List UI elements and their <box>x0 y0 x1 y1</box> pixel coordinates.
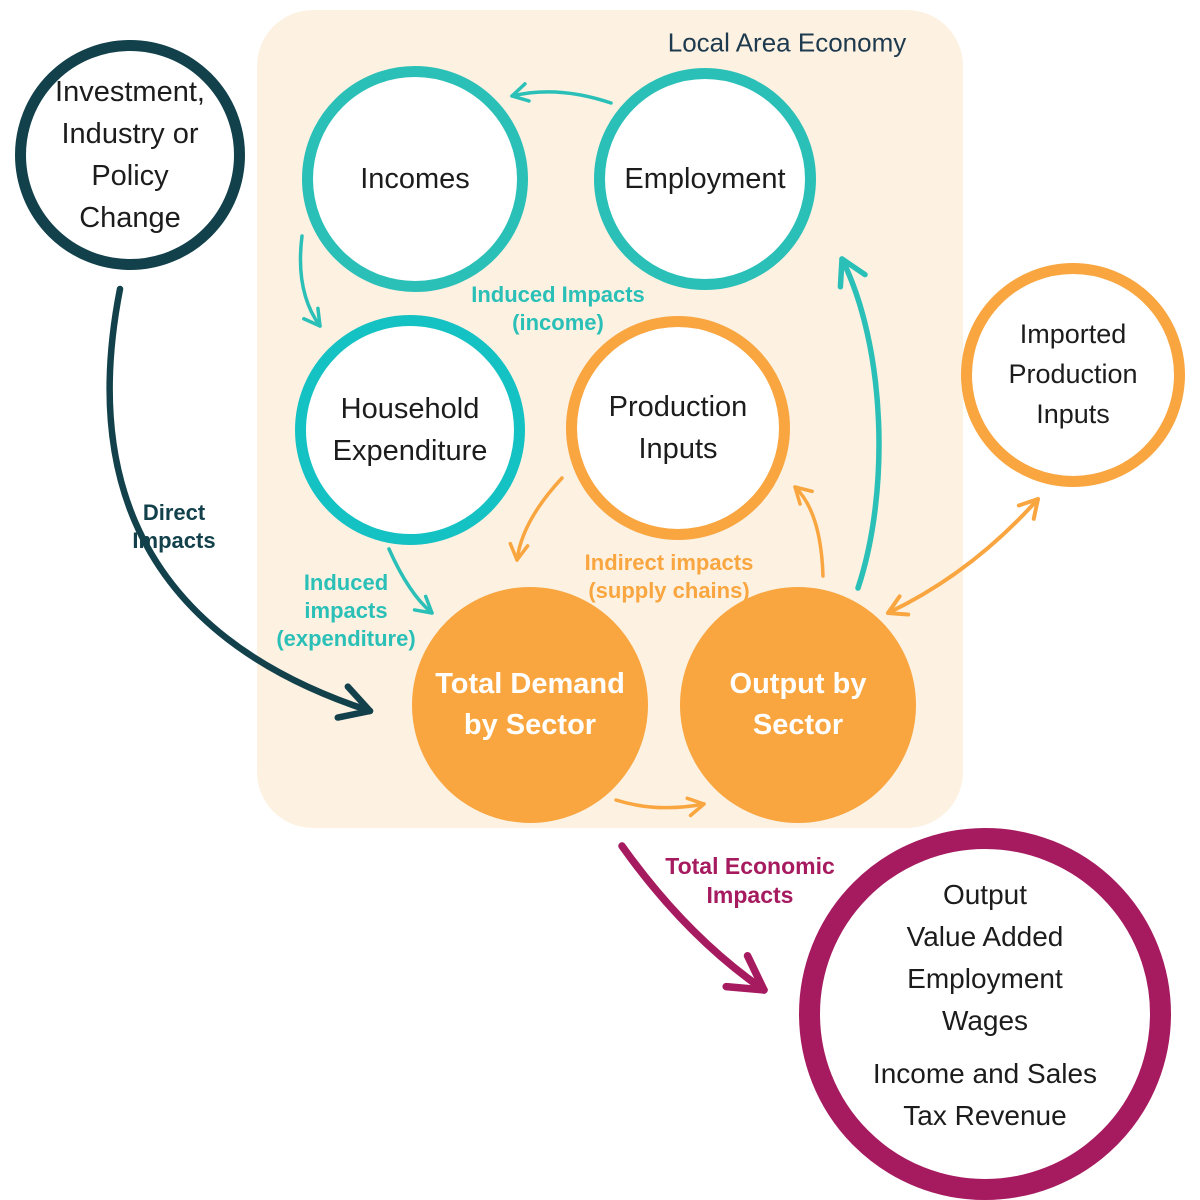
node-incomes: Incomes <box>302 66 528 292</box>
label-total-economic-impacts: Total Economic Impacts <box>665 852 835 908</box>
node-label: Production Inputs <box>608 390 748 465</box>
node-label: Investment, Industry or Policy Change <box>55 75 205 235</box>
node-imported-production-inputs: Imported Production Inputs <box>961 263 1185 487</box>
node-label: Household Expenditure <box>332 392 488 467</box>
node-label-secondary: Income and Sales Tax Revenue <box>872 1057 1098 1131</box>
node-label-main: Output Value Added Employment Wages <box>906 878 1064 1036</box>
region-title: Local Area Economy <box>667 27 907 58</box>
node-employment: Employment <box>594 68 816 290</box>
node-total-outcomes: Output Value Added Employment Wages Inco… <box>799 828 1171 1200</box>
node-label: Employment <box>624 162 786 195</box>
label-induced-impacts-expenditure: Induced impacts (expenditure) <box>276 570 416 651</box>
node-investment-industry-policy-change: Investment, Industry or Policy Change <box>15 40 245 270</box>
label-direct-impacts: Direct Impacts <box>132 500 216 553</box>
node-label: Imported Production Inputs <box>1008 319 1138 429</box>
node-production-inputs: Production Inputs <box>566 316 790 540</box>
node-total-demand-by-sector: Total Demand by Sector <box>412 587 648 823</box>
node-output-by-sector: Output by Sector <box>680 587 916 823</box>
node-label: Output by Sector <box>729 667 867 741</box>
label-indirect-impacts-supply-chains: Indirect impacts (supply chains) <box>584 550 754 603</box>
label-induced-impacts-income: Induced Impacts (income) <box>471 282 645 335</box>
node-label: Total Demand by Sector <box>435 667 625 741</box>
node-label: Incomes <box>360 162 470 195</box>
node-household-expenditure: Household Expenditure <box>295 315 525 545</box>
